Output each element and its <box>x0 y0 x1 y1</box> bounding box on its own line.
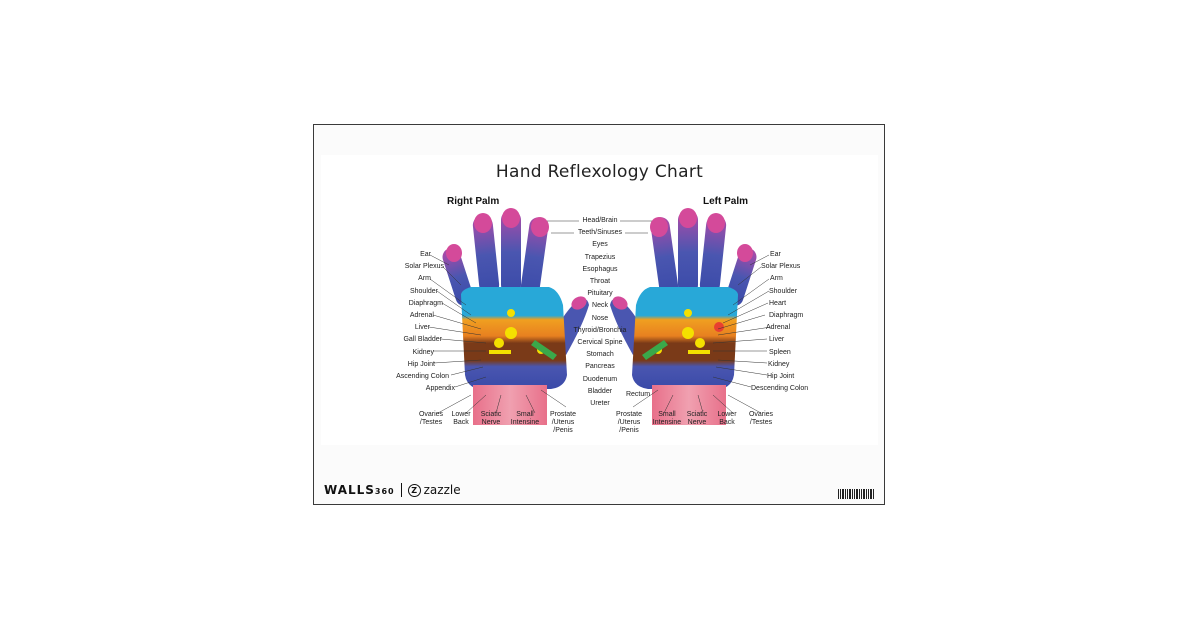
left-side-label: Heart <box>769 299 787 307</box>
right-side-label: Kidney <box>412 348 434 356</box>
center-label: Ureter <box>590 400 610 407</box>
center-label: Pancreas <box>585 363 615 371</box>
left-side-label: Arm <box>770 275 783 283</box>
footer-divider <box>400 483 402 497</box>
bottom-label-left: Intensine <box>652 419 682 426</box>
left-palm-title: Left Palm <box>703 196 749 207</box>
center-label: Teeth/Sinuses <box>578 229 622 237</box>
right-side-label: Arm <box>418 275 431 283</box>
bottom-label-right: Prostate <box>549 411 577 418</box>
center-label: Throat <box>589 278 611 285</box>
brand-footer: WALLS360 Z zazzle <box>324 481 461 499</box>
barcode-icon <box>838 489 874 499</box>
bottom-label-left: /Uterus <box>617 419 641 426</box>
center-label: Nose <box>591 314 609 322</box>
bottom-label-right: Sciatic <box>480 411 502 418</box>
left-side-label: Solar Plexus <box>761 263 801 271</box>
bottom-label-left: Back <box>719 419 735 426</box>
bottom-label-right: Ovaries <box>418 411 444 418</box>
product-decal-frame: Hand Reflexology Chart Right Palm Left P… <box>313 124 885 505</box>
center-label: Cervical Spine <box>577 339 623 346</box>
right-palm-title: Right Palm <box>447 196 500 207</box>
bottom-label-right: /Penis <box>553 427 573 434</box>
left-side-label: Hip Joint <box>767 373 795 380</box>
center-label: Head/Brain <box>582 217 618 224</box>
left-side-label: Spleen <box>769 348 791 356</box>
chart-title: Hand Reflexology Chart <box>495 162 704 182</box>
bottom-label-right: /Testes <box>419 419 443 426</box>
center-label: Thyroid/Bronchia <box>573 326 627 334</box>
walls360-logo: WALLS360 <box>324 483 395 497</box>
center-label: Esophagus <box>582 265 618 273</box>
left-side-label: Diaphragm <box>769 312 804 319</box>
right-side-label: Ascending Colon <box>396 373 449 380</box>
right-side-label: Adrenal <box>409 312 434 319</box>
bottom-label-right: Small <box>516 411 534 418</box>
center-label: Neck <box>592 302 608 310</box>
bottom-label-right: Lower <box>451 411 471 418</box>
right-side-label: Shoulder <box>409 287 438 295</box>
left-palm-illustration <box>610 208 757 425</box>
right-side-label: Liver <box>414 324 430 332</box>
bottom-label-left: Prostate <box>615 411 643 418</box>
bottom-label-left: Lower <box>717 411 737 418</box>
zazzle-z-icon: Z <box>407 483 421 497</box>
center-label: Trapezius <box>584 253 616 261</box>
right-side-label: Ear <box>420 251 431 258</box>
bottom-label-left: Sciatic <box>686 411 708 418</box>
right-side-label: Appendix <box>425 385 455 393</box>
bottom-label-left: Nerve <box>687 419 707 426</box>
bottom-label-left: /Testes <box>749 419 773 426</box>
leader-lines <box>428 220 772 414</box>
left-side-label: Kidney <box>768 360 790 368</box>
bottom-label-right: Back <box>453 419 469 426</box>
bottom-label-left: /Penis <box>619 427 639 434</box>
right-side-label: Solar Plexus <box>404 263 444 271</box>
center-label: Stomach <box>586 351 614 359</box>
zazzle-logo: Z zazzle <box>407 483 461 497</box>
right-palm-illustration <box>442 208 589 425</box>
right-side-label: Diaphragm <box>408 299 443 307</box>
hands-illustration <box>428 208 772 425</box>
left-side-label: Descending Colon <box>751 385 809 393</box>
center-label: Eyes <box>592 241 608 249</box>
center-label: Duodenum <box>582 375 618 383</box>
left-side-label: Liver <box>769 336 785 344</box>
right-side-label: Gall Bladder <box>403 336 442 344</box>
center-label: Bladder <box>587 387 613 395</box>
center-label: Pituitary <box>587 290 613 298</box>
bottom-label-left: Small <box>658 411 676 418</box>
right-side-label: Hip Joint <box>407 360 435 368</box>
rectum-label: Rectum <box>625 391 651 398</box>
left-side-label: Adrenal <box>766 324 791 332</box>
bottom-label-right: Nerve <box>481 419 501 426</box>
bottom-label-right: /Uterus <box>551 419 575 426</box>
bottom-label-right: Intensine <box>510 419 540 426</box>
bottom-label-left: Ovaries <box>748 411 774 418</box>
left-side-label: Ear <box>770 251 781 258</box>
reflexology-chart: Hand Reflexology Chart Right Palm Left P… <box>321 155 878 445</box>
left-side-label: Shoulder <box>769 287 798 295</box>
